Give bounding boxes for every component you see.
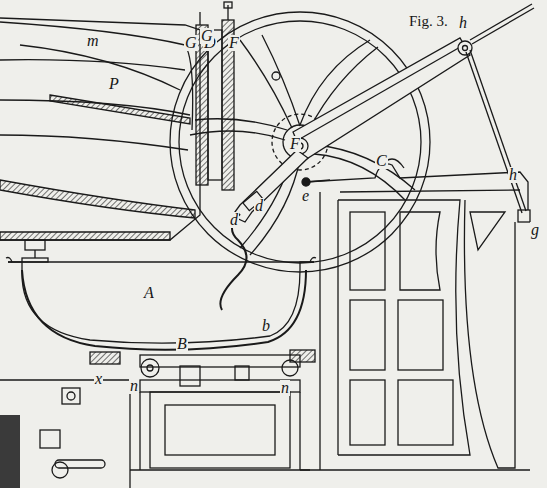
part-letter: n — [129, 378, 139, 394]
crank-linkage — [232, 4, 534, 222]
side-view-fragment — [0, 380, 130, 488]
part-letter: B — [176, 336, 188, 352]
part-letter: h — [458, 15, 468, 31]
pan-stand — [90, 350, 315, 470]
part-letter: G — [184, 35, 198, 51]
part-letter: d — [229, 212, 239, 228]
part-letter: F — [289, 136, 301, 152]
part-letter: h — [508, 167, 518, 183]
part-letter: e — [301, 188, 310, 204]
part-letter: m — [86, 33, 100, 49]
figure-title: Fig. 3. — [408, 13, 449, 29]
flywheel — [170, 12, 430, 272]
pan — [6, 214, 316, 350]
machine-frame — [300, 159, 530, 470]
part-letter: g — [530, 222, 540, 238]
part-letter: C — [375, 153, 388, 169]
part-letter: G — [200, 28, 214, 44]
part-letter: d — [254, 198, 264, 214]
part-letter: n — [280, 380, 290, 396]
part-letter: A — [143, 285, 155, 301]
part-letter: F — [228, 35, 240, 51]
part-letter: b — [261, 318, 271, 334]
part-letter: P — [108, 76, 120, 92]
part-letter: x — [94, 371, 103, 387]
